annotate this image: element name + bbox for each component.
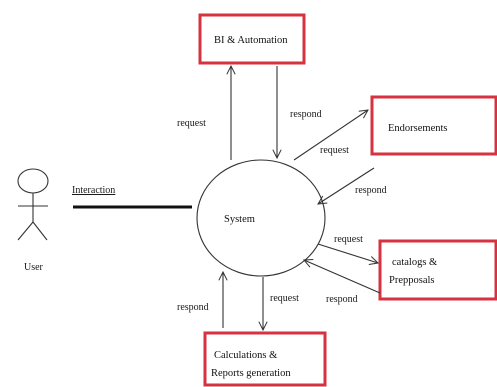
catalogs-respond-label: respond <box>326 294 358 305</box>
endorsements-request-arrow <box>293 110 368 161</box>
user-head <box>17 168 49 194</box>
catalogs-respond-arrow <box>304 260 381 294</box>
calculations-label-line1: Calculations & <box>214 350 277 361</box>
calculations-respond-label: respond <box>177 302 209 313</box>
bi-respond-label: respond <box>290 109 322 120</box>
system-label: System <box>224 214 255 225</box>
calculations-request-label: request <box>270 293 299 304</box>
user-actor <box>17 168 49 241</box>
catalogs-label-line2: Prepposals <box>389 275 435 286</box>
bi-automation-box <box>198 13 306 65</box>
endorsements-label: Endorsements <box>388 123 448 134</box>
endorsements-respond-label: respond <box>355 185 387 196</box>
catalogs-request-label: request <box>334 234 363 245</box>
endorsements-respond-arrow <box>318 167 375 204</box>
catalogs-label-line1: catalogs & <box>392 257 437 268</box>
calculations-label-line2: Reports generation <box>211 368 291 379</box>
bi-automation-label: BI & Automation <box>214 35 288 46</box>
catalogs-box <box>378 239 497 301</box>
bi-request-label: request <box>177 118 206 129</box>
interaction-label: Interaction <box>72 185 115 196</box>
endorsements-request-label: request <box>320 145 349 156</box>
calculations-box <box>203 331 327 387</box>
user-right-leg <box>32 221 48 241</box>
user-left-leg <box>17 221 34 241</box>
user-label: User <box>24 262 44 273</box>
endorsements-box <box>370 95 497 156</box>
system-circle <box>196 159 326 277</box>
catalogs-request-arrow <box>317 243 378 263</box>
